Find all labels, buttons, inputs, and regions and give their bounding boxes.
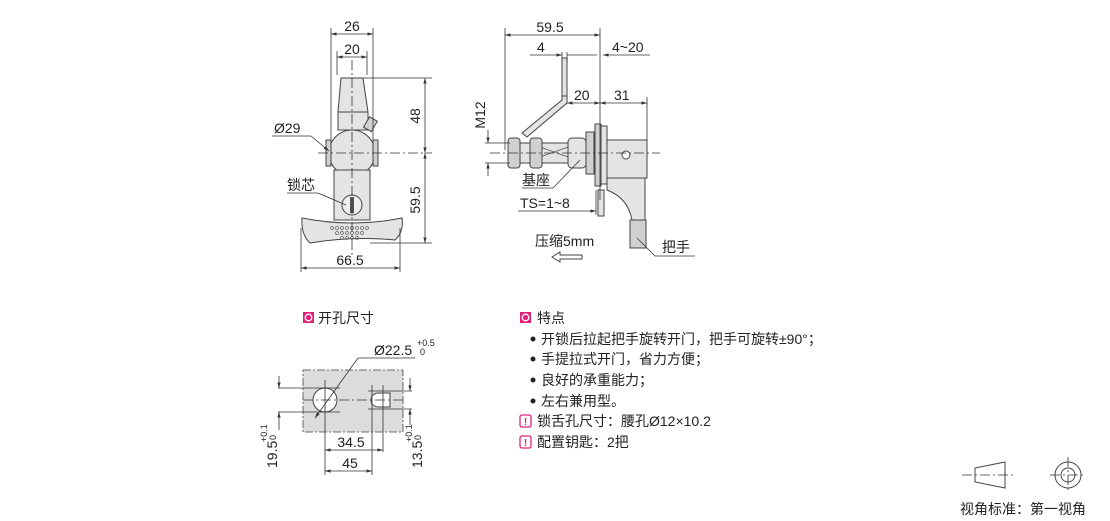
dim-31: 31 — [614, 87, 630, 103]
label-handle: 把手 — [662, 239, 690, 255]
bullet-icon — [530, 356, 536, 362]
feature-item: 开锁后拉起把手旋转开门，把手可旋转±90°； — [541, 331, 822, 348]
dim-26: 26 — [344, 18, 360, 34]
warning-icon — [519, 414, 532, 428]
features-section: 特点 开锁后拉起把手旋转开门，把手可旋转±90°； 手提拉式开门，省力方便； 良… — [519, 310, 822, 450]
dim-4-20: 4~20 — [612, 39, 644, 55]
handle-curve — [606, 177, 646, 221]
dim-hole-diameter: Ø22.5 — [374, 342, 412, 358]
svg-text:!: ! — [524, 417, 527, 428]
section-marker-icon — [520, 312, 531, 323]
dim-20-side: 20 — [574, 87, 590, 103]
svg-text:!: ! — [524, 438, 527, 449]
bullet-icon — [530, 377, 536, 383]
left-tol-lower: 0 — [268, 435, 278, 440]
dim-side-59-5: 59.5 — [536, 19, 563, 35]
label-base: 基座 — [522, 172, 550, 188]
warning-icon — [519, 435, 532, 449]
hole-tol-upper: +0.5 — [417, 338, 435, 348]
bullet-icon — [530, 336, 536, 342]
label-compress: 压缩5mm — [535, 233, 594, 249]
left-tol-upper: +0.1 — [259, 424, 269, 442]
dim-48: 48 — [407, 108, 423, 124]
front-view: 26 20 48 59.5 66.5 Ø29 锁芯 — [272, 18, 432, 272]
dim-knob-diameter: Ø29 — [274, 120, 301, 136]
cutout-section: 开孔尺寸 Ø22.5 +0.5 0 34.5 45 19.5 +0.1 0 13… — [259, 310, 435, 475]
dim-45: 45 — [342, 455, 358, 471]
dim-m12: M12 — [472, 101, 488, 128]
handle-top — [337, 77, 369, 113]
label-lock-core: 锁芯 — [287, 177, 315, 193]
section-marker-icon — [303, 312, 314, 323]
note-item: 锁舌孔尺寸：腰孔Ø12×10.2 — [537, 413, 711, 429]
bracket — [597, 189, 605, 217]
feature-item: 手提拉式开门，省力方便； — [541, 351, 709, 368]
dim-34-5: 34.5 — [337, 434, 364, 450]
features-title: 特点 — [537, 310, 565, 326]
flange — [600, 125, 608, 185]
dim-4: 4 — [537, 39, 545, 55]
handle-grip — [629, 219, 647, 249]
note-item: 配置钥匙：2把 — [537, 434, 629, 450]
hole-tol-lower: 0 — [420, 347, 425, 357]
grip-dots — [330, 226, 369, 240]
key-button — [362, 116, 379, 133]
side-view: 59.5 4 4~20 20 31 M12 基座 TS=1~8 压缩5mm 把手 — [472, 19, 695, 263]
dim-59-5: 59.5 — [407, 186, 423, 213]
arrow-left-icon — [551, 251, 583, 263]
cone-icon — [974, 461, 1006, 489]
cutout-title: 开孔尺寸 — [318, 310, 374, 326]
feature-item: 左右兼用型。 — [541, 393, 625, 409]
bullet-icon — [530, 398, 536, 404]
projection-symbol: 视角标准：第一视角 — [960, 457, 1086, 517]
right-tol-upper: +0.1 — [404, 424, 414, 442]
projection-label: 视角标准：第一视角 — [960, 501, 1086, 517]
dim-66-5: 66.5 — [336, 252, 363, 268]
tongue-arm — [521, 95, 568, 138]
dim-20: 20 — [344, 41, 360, 57]
tongue — [561, 57, 568, 97]
feature-item: 良好的承重能力； — [541, 372, 653, 389]
label-ts: TS=1~8 — [520, 195, 570, 211]
dim-13-5: 13.5 — [409, 441, 425, 468]
dim-19-5: 19.5 — [264, 441, 280, 468]
right-tol-lower: 0 — [413, 435, 423, 440]
